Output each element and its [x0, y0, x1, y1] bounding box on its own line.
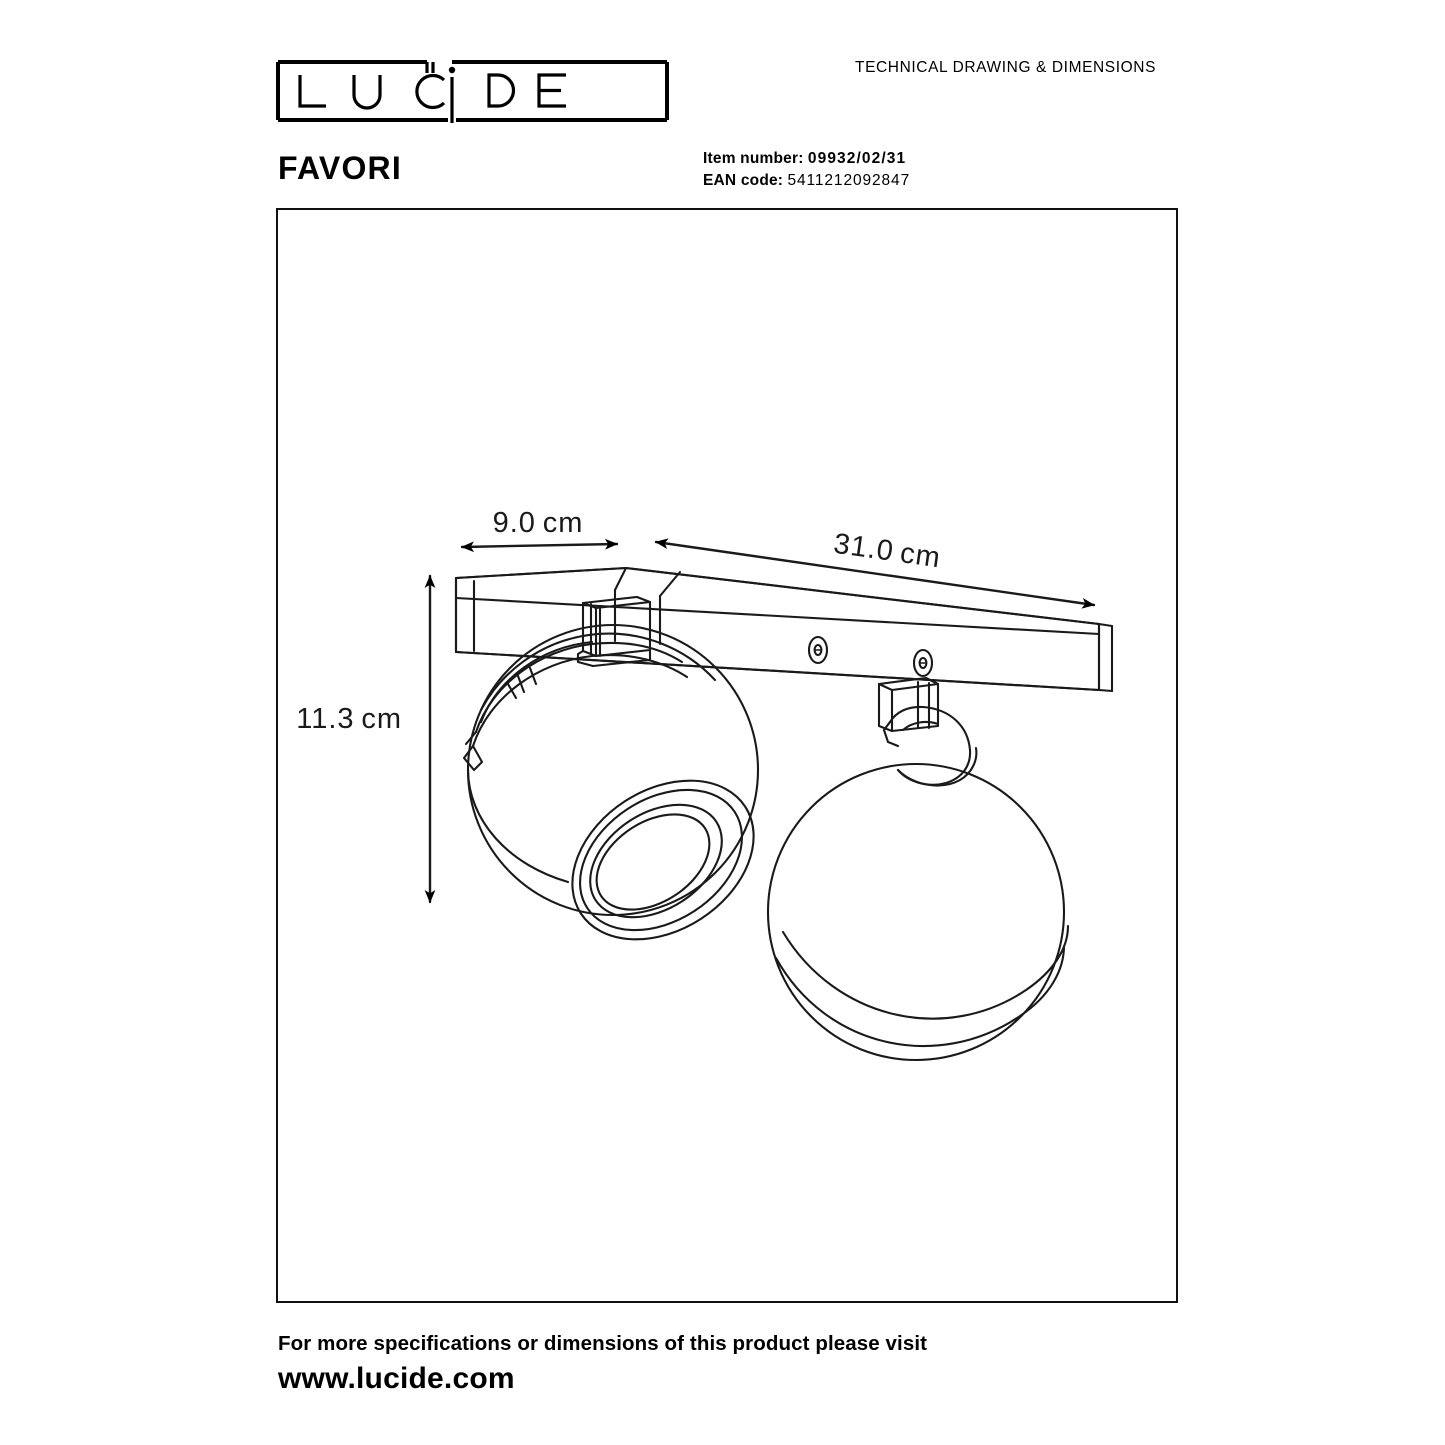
mounting-bar: [454, 566, 1114, 693]
ean-code-label: EAN code:: [703, 172, 784, 189]
lucide-logo: [276, 59, 669, 124]
page-title: FAVORI: [278, 150, 402, 186]
right-sphere-outline: [766, 762, 1066, 1062]
item-number-value: 09932/02/31: [807, 150, 907, 167]
left-head-ring-trim: [462, 640, 689, 772]
footer: For more specifications or dimensions of…: [278, 1332, 927, 1396]
ean-code-value: 5411212092847: [787, 172, 911, 189]
dimension-width-9cm: [460, 538, 619, 553]
ean-code-row: EAN code: 5411212092847: [703, 170, 910, 192]
header-subtitle: TECHNICAL DRAWING & DIMENSIONS: [855, 59, 1157, 76]
left-head-aperture: [571, 779, 755, 941]
logo-i-dot: [448, 66, 456, 74]
item-number-row: Item number: 09932/02/31: [703, 148, 910, 170]
product-meta: Item number: 09932/02/31 EAN code: 54112…: [703, 148, 910, 192]
screw-hole-2: [912, 648, 934, 678]
footer-text: For more specifications or dimensions of…: [278, 1332, 928, 1355]
footer-website: www.lucide.com: [278, 1362, 515, 1395]
item-number-label: Item number:: [703, 150, 804, 167]
screw-hole-1: [807, 635, 829, 665]
left-spot-head: [462, 595, 760, 941]
product-technical-drawing: 9.0 cm 31.0 cm 11.3 cm: [296, 507, 1114, 1062]
dimension-label-width: 9.0 cm: [493, 507, 584, 539]
right-spot-head: [766, 676, 1070, 1062]
lucide-logo-svg: [276, 60, 669, 123]
left-sphere-outline: [466, 623, 760, 917]
drawing-frame: 9.0 cm 31.0 cm 11.3 cm: [276, 208, 1178, 1303]
dimension-label-length: 31.0 cm: [832, 528, 943, 575]
dimension-length-31cm: [654, 538, 1096, 609]
dimension-label-height: 11.3 cm: [296, 703, 402, 735]
